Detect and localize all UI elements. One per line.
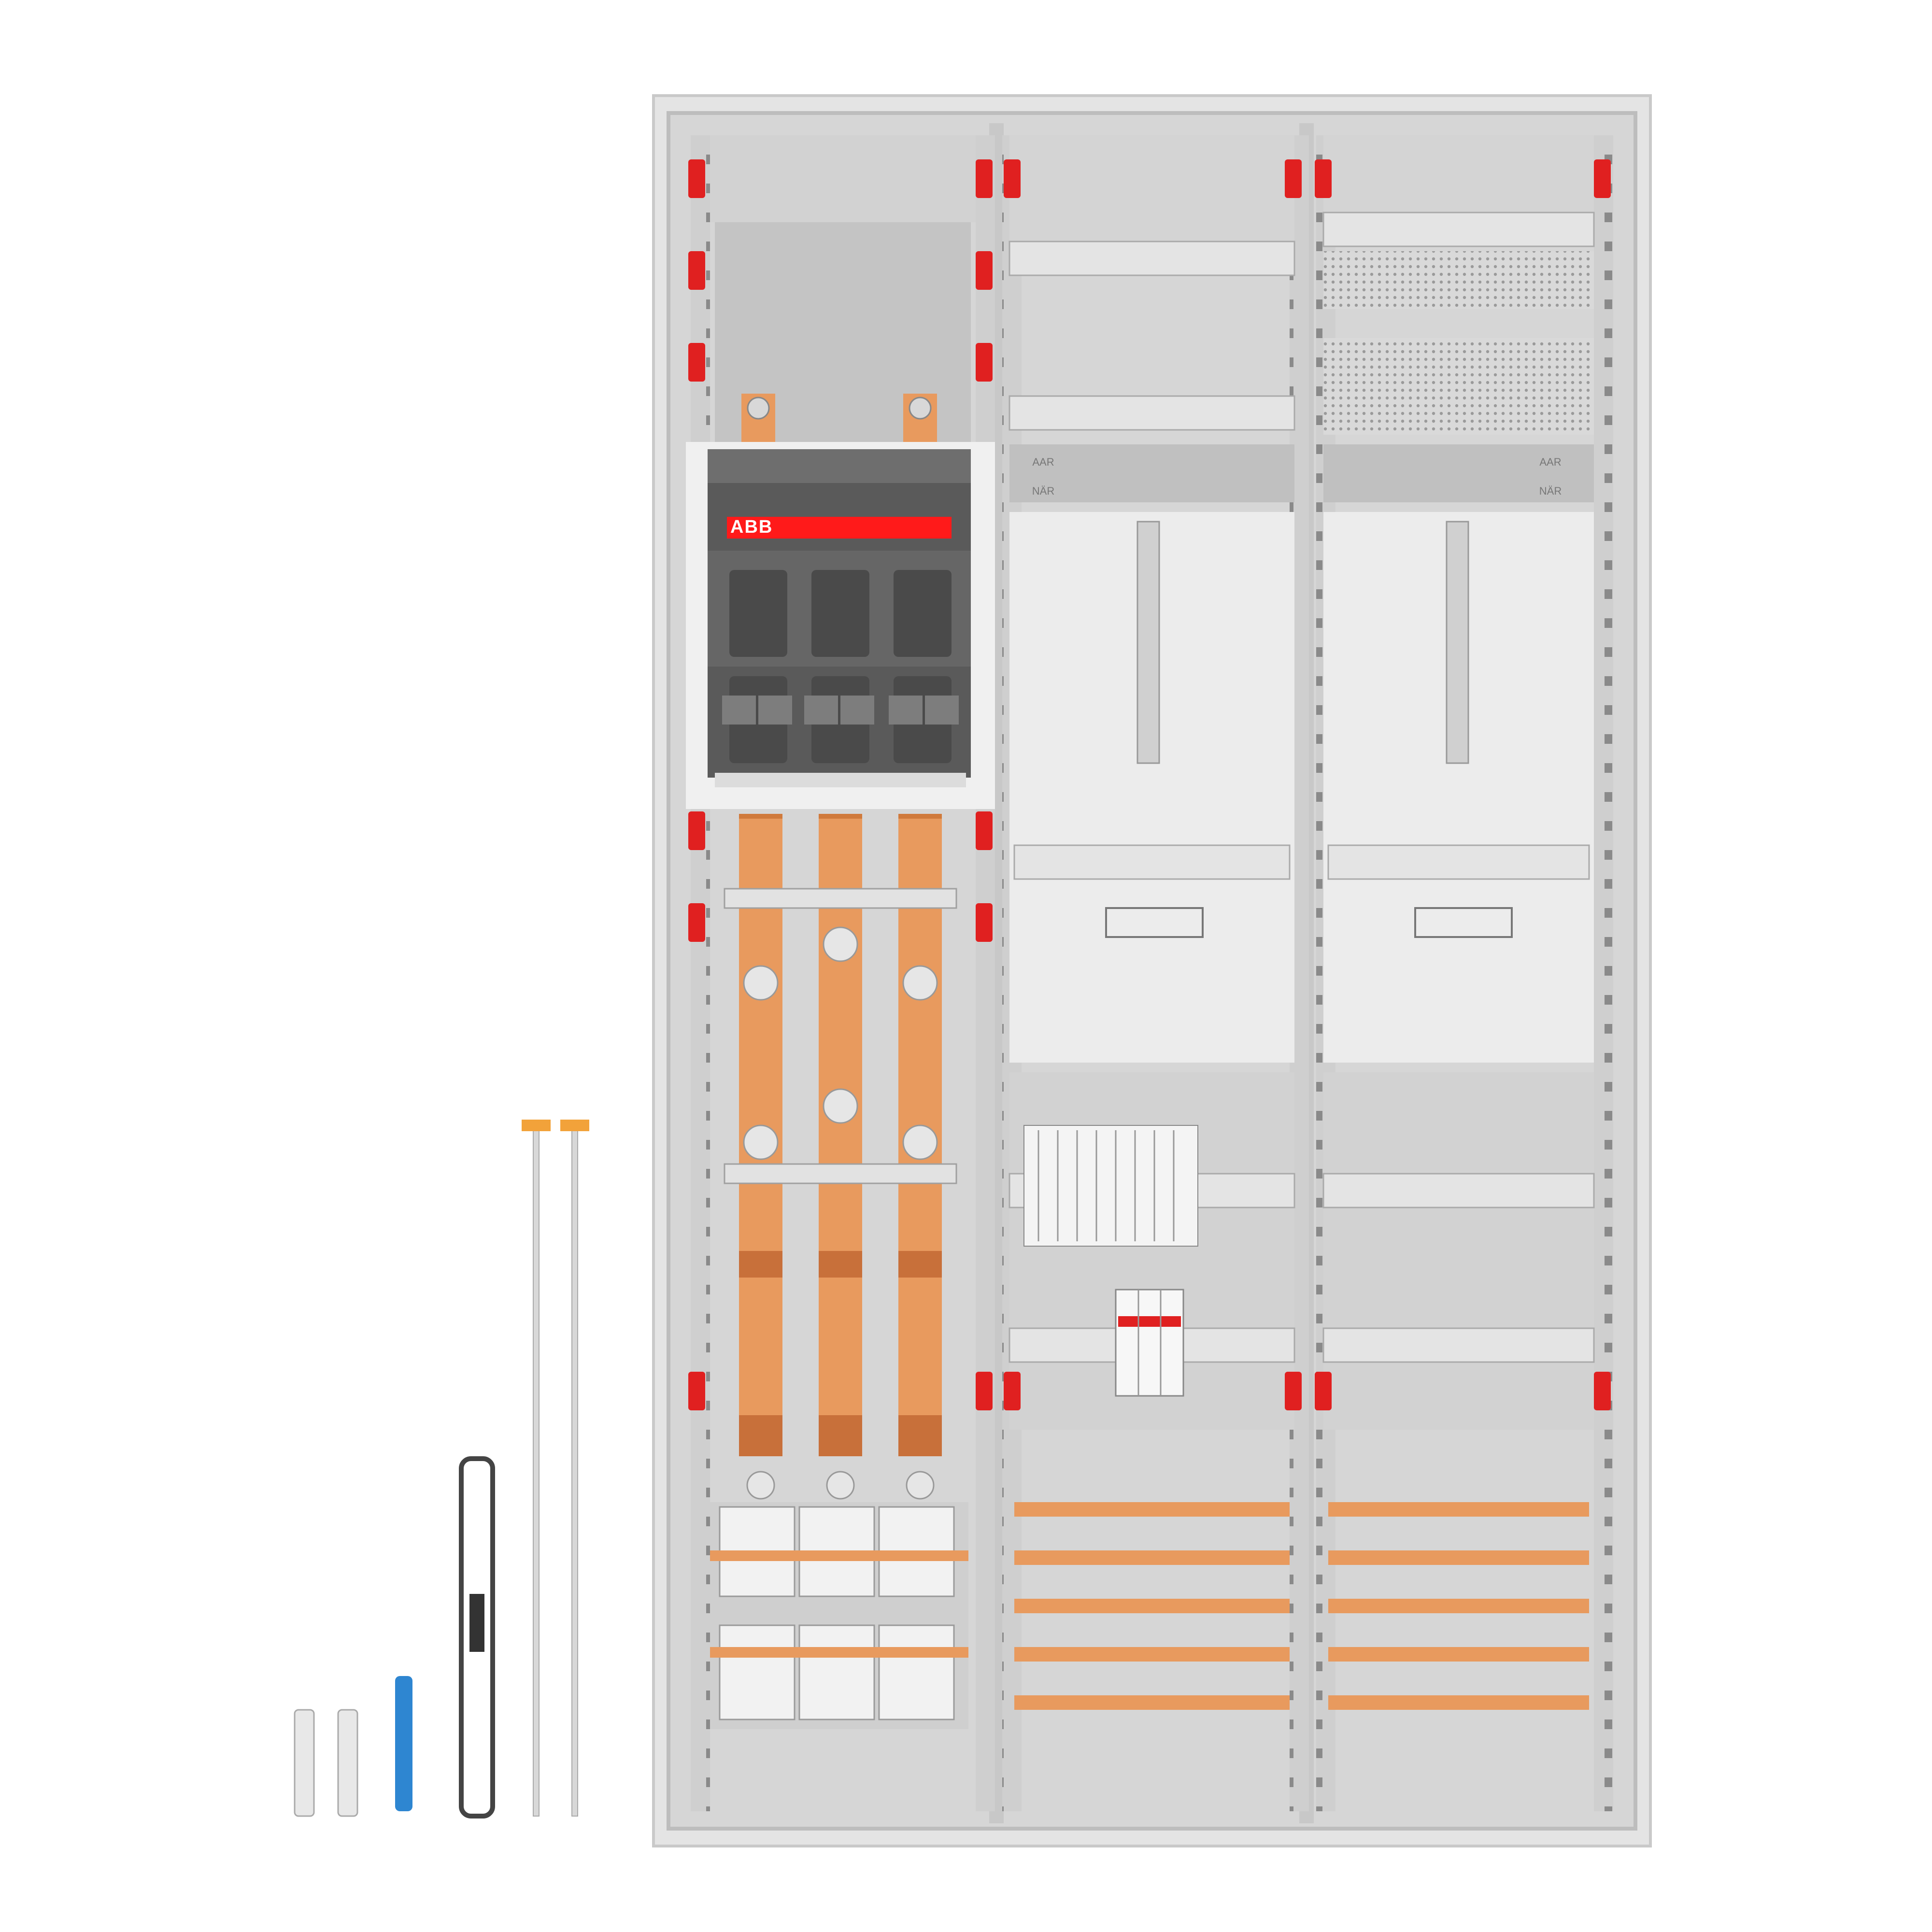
busbar-supports [724,888,957,1184]
terminal-marking-right-2: NÄR [1539,485,1562,497]
abb-logo-text: ABB [730,517,773,537]
terminal-marking-left-2: NÄR [1032,485,1055,497]
terminal-marking-right-1: AAR [1539,456,1562,468]
left-top-bay [710,135,976,222]
busbar-bolts [743,926,938,1160]
bottom-copper-bars [1014,1502,1589,1710]
terminal-blocks [1023,1125,1198,1247]
middle-top-bay [1009,135,1295,502]
terminal-marking-left-1: AAR [1032,456,1054,468]
meter-bay-middle [1009,512,1294,1063]
accessory-bracket [459,1456,495,1818]
outgoing-terminals [710,1471,968,1729]
brand-stripe [727,517,952,539]
circuit-breakers [1115,1289,1184,1397]
meter-bay-right [1323,512,1594,1063]
right-top-bay [1322,135,1595,502]
accessory-rods [522,1120,589,1817]
switch-disconnector [686,442,995,809]
accessory-connectors [294,1676,412,1817]
red-mounting-clips [688,159,1611,1410]
